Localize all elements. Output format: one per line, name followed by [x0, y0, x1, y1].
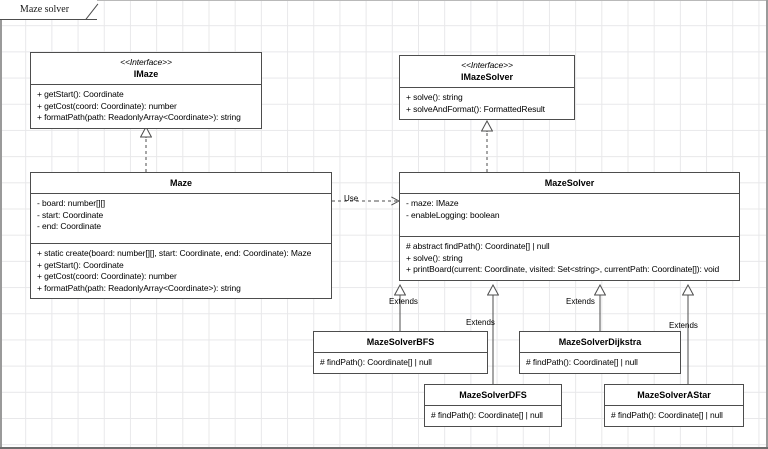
class-title-mazesolverdfs: MazeSolverDFS [425, 385, 561, 406]
member-row: - maze: IMaze [406, 198, 459, 208]
member-row: + solve(): string [406, 252, 463, 263]
member-row: + printBoard(current: Coordinate, visite… [406, 264, 720, 275]
member-row: + getStart(): Coordinate [37, 259, 124, 270]
operations-compartment-mazesolverastar: # findPath(): Coordinate[] | null [605, 406, 743, 426]
member-row: # findPath(): Coordinate[] | null [526, 357, 638, 367]
class-box-mazesolverastar[interactable]: MazeSolverAStar # findPath(): Coordinate… [604, 384, 744, 427]
member-row: + solveAndFormat(): FormattedResult [406, 103, 545, 114]
diagram-tab[interactable]: Maze solver [0, 0, 97, 20]
member-row: + formatPath(path: ReadonlyArray<Coordin… [37, 112, 241, 123]
edge-label-use: Use [344, 194, 359, 203]
operations-compartment-mazesolverdijkstra: # findPath(): Coordinate[] | null [520, 353, 680, 373]
edge-label-extends-astar: Extends [669, 321, 698, 330]
class-title-mazesolver: MazeSolver [400, 173, 739, 194]
stereotype-label: <<Interface>> [120, 57, 172, 67]
member-row: # findPath(): Coordinate[] | null [611, 410, 723, 420]
class-name-label: MazeSolverDFS [459, 390, 527, 400]
member-row: # findPath(): Coordinate[] | null [320, 357, 432, 367]
class-title-imaze: <<Interface>> IMaze [31, 53, 261, 85]
diagram-tab-label: Maze solver [19, 4, 70, 15]
member-row: - end: Coordinate [37, 221, 101, 232]
member-row: + static create(board: number[][], start… [37, 248, 312, 258]
member-row: - enableLogging: boolean [406, 209, 500, 220]
class-name-label: MazeSolver [544, 178, 595, 188]
class-box-mazesolver[interactable]: MazeSolver - maze: IMaze - enableLogging… [399, 172, 740, 281]
page-border-top [0, 0, 768, 1]
class-name-label: MazeSolverAStar [637, 390, 711, 400]
class-name-label: MazeSolverBFS [366, 337, 435, 347]
edge-label-extends-bfs: Extends [389, 297, 418, 306]
page-border-right [766, 0, 768, 449]
operations-compartment-mazesolverbfs: # findPath(): Coordinate[] | null [314, 353, 487, 373]
member-row: + getCost(coord: Coordinate): number [37, 100, 177, 111]
edge-label-extends-dijkstra: Extends [566, 297, 595, 306]
class-box-maze[interactable]: Maze - board: number[][] - start: Coordi… [30, 172, 332, 300]
stereotype-label: <<Interface>> [461, 60, 513, 70]
class-name-label: IMazeSolver [460, 72, 514, 82]
attributes-compartment-mazesolver: - maze: IMaze - enableLogging: boolean [400, 194, 739, 236]
class-title-mazesolverastar: MazeSolverAStar [605, 385, 743, 406]
operations-compartment-imaze: + getStart(): Coordinate + getCost(coord… [31, 85, 261, 128]
class-name-label: IMaze [133, 69, 159, 79]
page-border-left [0, 0, 2, 449]
class-name-label: Maze [169, 178, 192, 188]
member-row: - start: Coordinate [37, 209, 104, 220]
member-row: # findPath(): Coordinate[] | null [431, 410, 543, 420]
operations-compartment-mazesolver: # abstract findPath(): Coordinate[] | nu… [400, 236, 739, 280]
class-title-mazesolverbfs: MazeSolverBFS [314, 332, 487, 353]
member-row: - board: number[][] [37, 198, 106, 208]
member-row: # abstract findPath(): Coordinate[] | nu… [406, 241, 550, 251]
class-box-mazesolverbfs[interactable]: MazeSolverBFS # findPath(): Coordinate[]… [313, 331, 488, 374]
operations-compartment-imazesolver: + solve(): string + solveAndFormat(): Fo… [400, 88, 574, 119]
member-row: + formatPath(path: ReadonlyArray<Coordin… [37, 282, 241, 293]
class-box-mazesolverdfs[interactable]: MazeSolverDFS # findPath(): Coordinate[]… [424, 384, 562, 427]
operations-compartment-maze: + static create(board: number[][], start… [31, 243, 331, 298]
class-title-imazesolver: <<Interface>> IMazeSolver [400, 56, 574, 88]
attributes-compartment-maze: - board: number[][] - start: Coordinate … [31, 194, 331, 243]
operations-compartment-mazesolverdfs: # findPath(): Coordinate[] | null [425, 406, 561, 426]
class-box-imazesolver[interactable]: <<Interface>> IMazeSolver + solve(): str… [399, 55, 575, 121]
class-box-imaze[interactable]: <<Interface>> IMaze + getStart(): Coordi… [30, 52, 262, 129]
class-title-mazesolverdijkstra: MazeSolverDijkstra [520, 332, 680, 353]
class-name-label: MazeSolverDijkstra [558, 337, 642, 347]
member-row: + getStart(): Coordinate [37, 89, 124, 99]
member-row: + solve(): string [406, 92, 463, 102]
member-row: + getCost(coord: Coordinate): number [37, 271, 177, 282]
edge-label-extends-dfs: Extends [466, 318, 495, 327]
page-border-bottom [0, 447, 768, 449]
class-box-mazesolverdijkstra[interactable]: MazeSolverDijkstra # findPath(): Coordin… [519, 331, 681, 374]
class-title-maze: Maze [31, 173, 331, 194]
